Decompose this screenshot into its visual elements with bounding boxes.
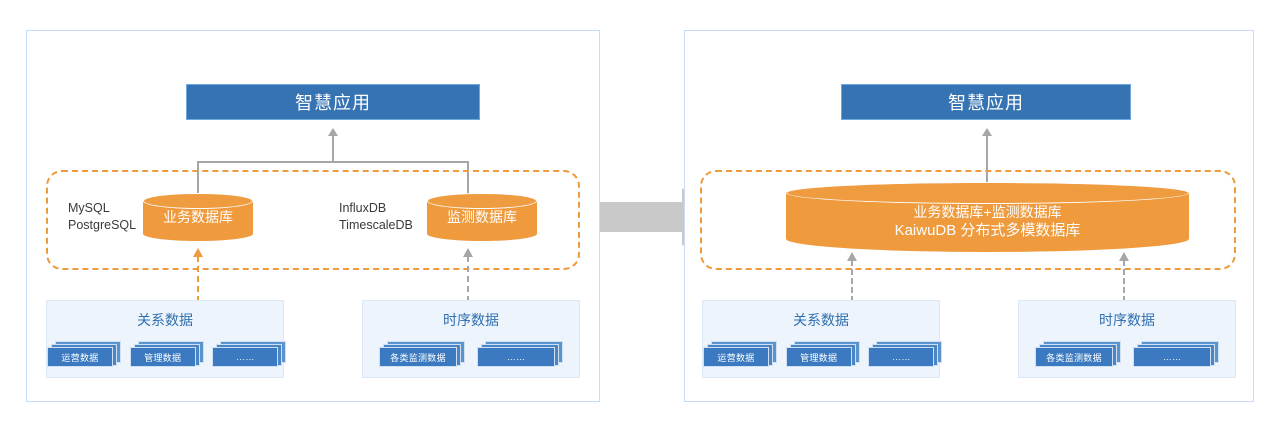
arrow-stem [467, 256, 469, 302]
group-title: 关系数据 [793, 312, 849, 328]
unified-db-line2: KaiwuDB 分布式多模数据库 [894, 221, 1081, 239]
monitor-database-label: 监测数据库 [447, 209, 517, 225]
data-card: …… [868, 341, 943, 367]
data-card: …… [212, 341, 287, 367]
arrow-head-icon [193, 248, 203, 257]
arrow-head-icon [1119, 252, 1129, 261]
smart-application-box-right: 智慧应用 [841, 84, 1131, 120]
group-title: 时序数据 [1099, 312, 1155, 328]
connector-arrowhead-left [328, 128, 338, 136]
business-database-label: 业务数据库 [163, 209, 233, 225]
business-database-cylinder: 业务数据库 [143, 193, 253, 241]
timeseries-data-group-right: 时序数据 各类监测数据 …… [1018, 300, 1236, 378]
group-title: 关系数据 [137, 312, 193, 328]
card-front: …… [868, 347, 935, 367]
monitor-database-cylinder: 监测数据库 [427, 193, 537, 241]
data-card: 各类监测数据 [1035, 341, 1121, 367]
timeseries-engine-labels: InfluxDB TimescaleDB [339, 201, 413, 232]
connector-leg-biz [197, 161, 199, 201]
relational-engine-labels: MySQL PostgreSQL [68, 201, 137, 232]
arrow-stem [1123, 260, 1125, 302]
connector-arrowhead-right [982, 128, 992, 136]
cylinder-top [427, 193, 537, 209]
smart-application-box-left: 智慧应用 [186, 84, 480, 120]
card-front: …… [212, 347, 279, 367]
connector-stem-right [986, 136, 988, 189]
relational-data-group-left: 关系数据 运营数据 管理数据 …… [46, 300, 287, 378]
arrow-shaft [600, 202, 684, 232]
timeseries-data-group-left: 时序数据 各类监测数据 …… [362, 300, 580, 378]
connector-leg-mon [467, 161, 469, 201]
data-card: …… [477, 341, 563, 367]
arrow-stem [851, 260, 853, 302]
group-title: 时序数据 [443, 312, 499, 328]
data-card: 管理数据 [785, 341, 860, 367]
database-layer-boundary-left [46, 170, 580, 270]
data-card: 管理数据 [129, 341, 204, 367]
feed-arrow-relational-left [193, 248, 203, 302]
data-card: 运营数据 [703, 341, 777, 367]
unified-db-line1: 业务数据库+监测数据库 [913, 204, 1062, 220]
card-front: …… [1133, 347, 1211, 367]
data-card: 运营数据 [47, 341, 121, 367]
feed-arrow-timeseries-left [463, 248, 473, 302]
card-front: 管理数据 [785, 347, 852, 367]
kaiwudb-unified-cylinder: 业务数据库+监测数据库 KaiwuDB 分布式多模数据库 [786, 182, 1189, 252]
arrow-head-icon [847, 252, 857, 261]
card-stack-list: 运营数据 管理数据 …… [47, 341, 287, 367]
cylinder-top [143, 193, 253, 209]
feed-arrow-relational-right [847, 252, 857, 302]
card-front: 各类监测数据 [379, 347, 457, 367]
card-stack-list: 运营数据 管理数据 …… [703, 341, 943, 367]
kaiwudb-labels: 业务数据库+监测数据库 KaiwuDB 分布式多模数据库 [786, 204, 1189, 240]
relational-data-group-right: 关系数据 运营数据 管理数据 …… [702, 300, 943, 378]
card-front: 运营数据 [703, 347, 769, 367]
card-front: …… [477, 347, 555, 367]
card-stack-list: 各类监测数据 …… [363, 341, 579, 367]
card-front: 管理数据 [129, 347, 196, 367]
data-card: …… [1133, 341, 1219, 367]
data-card: 各类监测数据 [379, 341, 465, 367]
cylinder-top [786, 182, 1189, 204]
card-front: 运营数据 [47, 347, 113, 367]
connector-bar-left [197, 161, 468, 163]
feed-arrow-timeseries-right [1119, 252, 1129, 302]
arrow-head-icon [463, 248, 473, 257]
database-layer-boundary-right [700, 170, 1236, 270]
card-front: 各类监测数据 [1035, 347, 1113, 367]
connector-stem-left [332, 136, 334, 162]
arrow-stem [197, 256, 199, 302]
card-stack-list: 各类监测数据 …… [1019, 341, 1235, 367]
